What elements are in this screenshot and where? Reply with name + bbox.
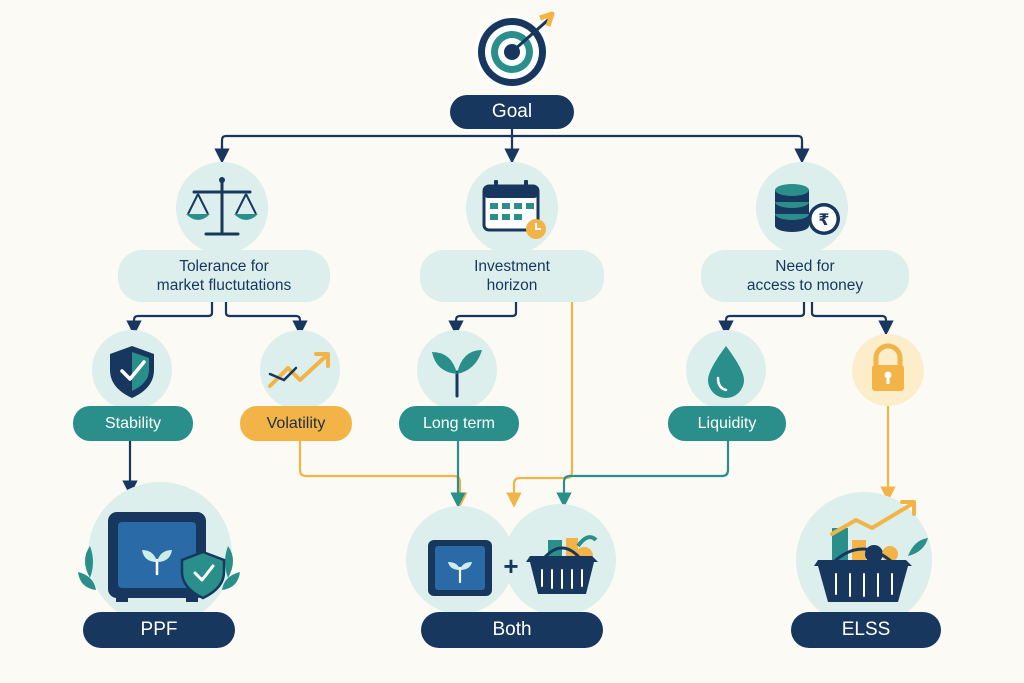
elss-label: ELSS	[791, 612, 941, 648]
horizon-label: Investment horizon	[420, 250, 604, 302]
rupee-symbol: ₹	[818, 210, 829, 229]
both-label: Both	[421, 612, 603, 648]
shield-check-icon	[92, 330, 172, 410]
water-drop-icon	[686, 330, 766, 410]
arrow-horizon-both	[506, 300, 574, 508]
tolerance-label: Tolerance for market fluctutations	[118, 250, 330, 302]
scales-icon	[176, 162, 268, 254]
arrow-volatility-both	[298, 439, 468, 508]
safe-shield-icon	[78, 482, 240, 626]
access-label: Need for access to money	[701, 250, 909, 302]
liquidity-label: Liquidity	[668, 406, 786, 441]
arrow-tolerance-volatility	[224, 300, 308, 336]
sprout-icon	[417, 330, 497, 410]
padlock-icon	[852, 334, 924, 406]
calendar-icon	[466, 162, 558, 254]
trend-up-icon	[260, 330, 340, 410]
stability-label: Stability	[73, 406, 193, 441]
basket-growth-icon	[796, 492, 932, 628]
arrow-liquidity-both	[556, 439, 730, 508]
goal-label: Goal	[450, 95, 574, 129]
ppf-label: PPF	[83, 612, 235, 648]
arrow-horizon-longterm	[448, 300, 518, 336]
plus-sign: +	[503, 551, 518, 581]
longterm-label: Long term	[399, 406, 519, 441]
arrow-tolerance-stability	[126, 300, 214, 336]
coins-rupee-icon: ₹	[756, 162, 848, 254]
volatility-label: Volatility	[240, 406, 352, 441]
safe-plus-basket-icon: +	[406, 504, 616, 616]
target-icon	[474, 11, 555, 90]
arrow-access-lock	[810, 300, 894, 336]
arrow-access-liquidity	[718, 300, 806, 336]
